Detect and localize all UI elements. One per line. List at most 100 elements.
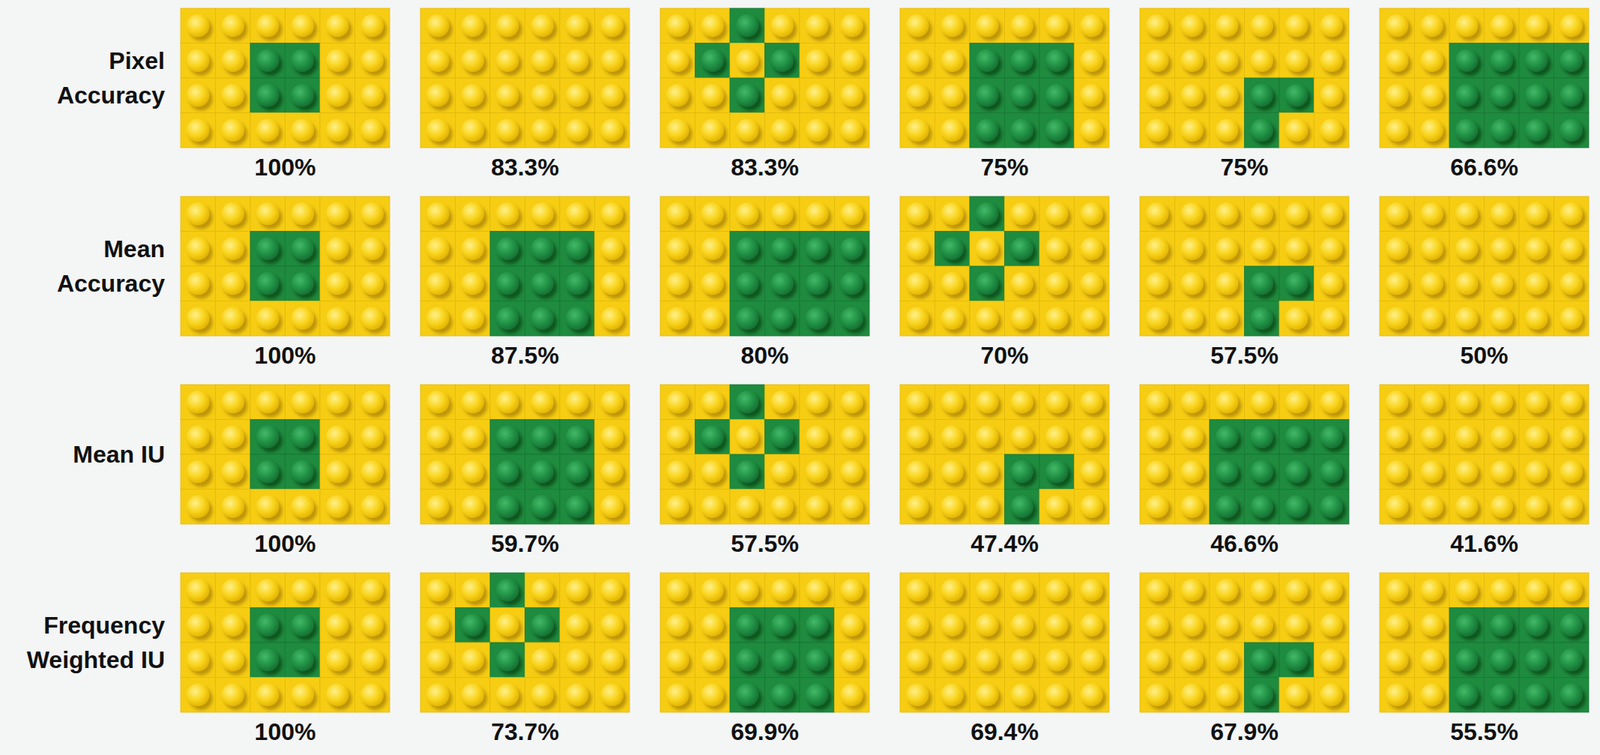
stud	[1489, 14, 1514, 38]
lego-plate	[180, 572, 390, 712]
stud	[1145, 14, 1170, 38]
tile-base	[595, 231, 631, 267]
tile-base	[1074, 113, 1110, 149]
tile-base	[250, 231, 286, 267]
stud	[1215, 118, 1239, 142]
stud	[360, 118, 384, 142]
stud	[460, 236, 485, 261]
stud	[940, 460, 964, 484]
lego-tile	[1244, 43, 1280, 79]
tile-base	[355, 677, 391, 713]
stud	[1180, 202, 1204, 226]
stud	[1455, 236, 1479, 261]
tile-base	[765, 231, 801, 267]
stud	[1250, 460, 1274, 484]
stud	[186, 48, 210, 72]
tile-base	[1039, 301, 1075, 337]
lego-tile	[1175, 43, 1211, 79]
lego-tile	[180, 301, 216, 337]
lego-tile	[660, 454, 696, 490]
lego-tile	[1139, 77, 1176, 114]
stud	[805, 83, 829, 108]
tile-base	[935, 8, 971, 44]
tile-base	[355, 301, 391, 337]
tile-base	[1484, 489, 1520, 525]
tile-base	[1314, 231, 1350, 267]
stud	[360, 494, 384, 518]
tile-base	[559, 231, 596, 267]
lego-tile	[525, 196, 561, 232]
lego-tile	[935, 8, 971, 44]
tile-base	[1175, 384, 1211, 420]
tile-base	[1484, 384, 1520, 420]
tile-base	[935, 113, 971, 149]
stud	[1455, 202, 1479, 226]
lego-tile	[1484, 301, 1520, 337]
stud	[975, 424, 999, 449]
tile-base	[180, 454, 216, 490]
tile-base	[695, 196, 731, 232]
lego-tile	[729, 77, 766, 114]
lego-tile	[525, 642, 561, 678]
tile-base	[799, 454, 835, 490]
lego-tile	[420, 231, 456, 267]
lego-tile	[1004, 301, 1041, 337]
stud	[1045, 460, 1069, 484]
lego-tile	[695, 8, 731, 44]
lego-tile	[799, 419, 835, 455]
stud	[256, 494, 280, 518]
lego-tile	[180, 43, 216, 79]
lego-tile	[1519, 231, 1555, 267]
lego-tile	[1519, 196, 1555, 232]
tile-base	[490, 8, 526, 44]
stud	[496, 118, 520, 142]
stud	[290, 578, 315, 602]
lego-tile	[1175, 77, 1211, 114]
tile-base	[1175, 419, 1211, 455]
tile-base	[695, 454, 731, 490]
stud	[1420, 236, 1444, 261]
tile-base	[1074, 384, 1110, 420]
stud	[1145, 424, 1170, 449]
lego-tile	[834, 196, 871, 232]
tile-base	[1004, 8, 1041, 44]
lego-tile	[660, 642, 696, 678]
tile-base	[595, 607, 631, 643]
stud	[290, 272, 315, 296]
stud	[1145, 306, 1170, 330]
tile-base	[1379, 8, 1415, 44]
stud	[496, 272, 520, 296]
tile-base	[1004, 77, 1041, 114]
tile-base	[1314, 196, 1350, 232]
tile-base	[695, 43, 731, 79]
stud	[1559, 236, 1583, 261]
tile-base	[729, 43, 766, 79]
tile-base	[1244, 419, 1280, 455]
tile-base	[1449, 301, 1485, 337]
stud	[360, 14, 384, 38]
tile-base	[1244, 384, 1280, 420]
tile-base	[215, 77, 252, 114]
lego-tile	[1484, 196, 1520, 232]
stud	[496, 48, 520, 72]
tile-base	[1139, 77, 1176, 114]
lego-tile	[935, 454, 971, 490]
lego-tile	[455, 572, 491, 608]
tile-base	[455, 454, 491, 490]
tile-base	[660, 301, 696, 337]
tile-base	[1314, 419, 1350, 455]
lego-tile	[799, 301, 835, 337]
stud	[426, 236, 450, 261]
tile-base	[455, 301, 491, 337]
stud	[1180, 272, 1204, 296]
stud	[496, 578, 520, 602]
tile-base	[729, 642, 766, 678]
stud	[1285, 390, 1309, 414]
tile-base	[1379, 77, 1415, 114]
tile-base	[320, 8, 356, 44]
tile-base	[595, 266, 631, 302]
tile-base	[1139, 301, 1176, 337]
lego-tile	[1379, 113, 1415, 149]
tile-base	[285, 489, 321, 525]
tile-base	[834, 419, 871, 455]
